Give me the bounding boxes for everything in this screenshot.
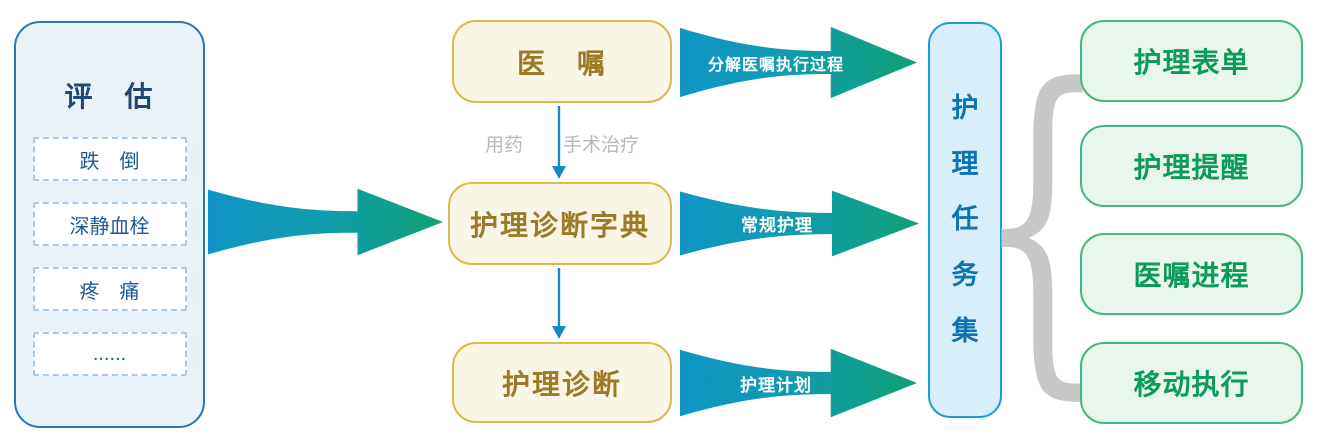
output-mobile-execution: 移动执行 — [1080, 342, 1303, 424]
branch-labels: 用药 手术治疗 — [452, 130, 672, 157]
assessment-item-fall: 跌 倒 — [32, 137, 187, 181]
output-nursing-reminder: 护理提醒 — [1080, 125, 1303, 207]
output-order-progress: 医嘱进程 — [1080, 233, 1303, 315]
diagnosis-dictionary-node: 护理诊断字典 — [448, 182, 672, 265]
nursing-diagnosis-node: 护理诊断 — [452, 342, 672, 423]
assessment-panel: 评 估 跌 倒 深静血栓 疼 痛 ...... — [14, 21, 205, 428]
task-set-char: 理 — [951, 148, 979, 179]
task-set-char: 集 — [951, 316, 979, 347]
task-set-char: 任 — [951, 204, 979, 235]
down-arrow-icon — [549, 106, 569, 180]
branch-label-medication: 用药 — [484, 135, 523, 156]
assessment-item-list: 跌 倒 深静血栓 疼 痛 ...... — [32, 137, 187, 376]
branch-label-surgery: 手术治疗 — [563, 135, 640, 156]
task-set-char: 务 — [951, 260, 979, 291]
main-flow-arrow-icon — [208, 186, 444, 258]
assessment-title: 评 估 — [64, 81, 155, 112]
order-decompose-arrow-icon: 分解医嘱执行过程 — [680, 24, 918, 101]
task-set-box: 护 理 任 务 集 — [928, 22, 1002, 418]
assessment-item-pain: 疼 痛 — [32, 267, 187, 311]
assessment-item-ellipsis: ...... — [32, 332, 187, 376]
assessment-item-dvt: 深静血栓 — [32, 202, 187, 246]
order-node: 医 嘱 — [452, 20, 672, 103]
task-set-char: 护 — [951, 92, 979, 123]
output-nursing-form: 护理表单 — [1080, 20, 1303, 102]
care-plan-arrow-icon: 护理计划 — [680, 346, 918, 420]
curly-brace-icon: { — [975, 14, 1109, 428]
routine-care-arrow-icon: 常规护理 — [680, 188, 920, 259]
down-arrow-icon — [549, 268, 569, 340]
